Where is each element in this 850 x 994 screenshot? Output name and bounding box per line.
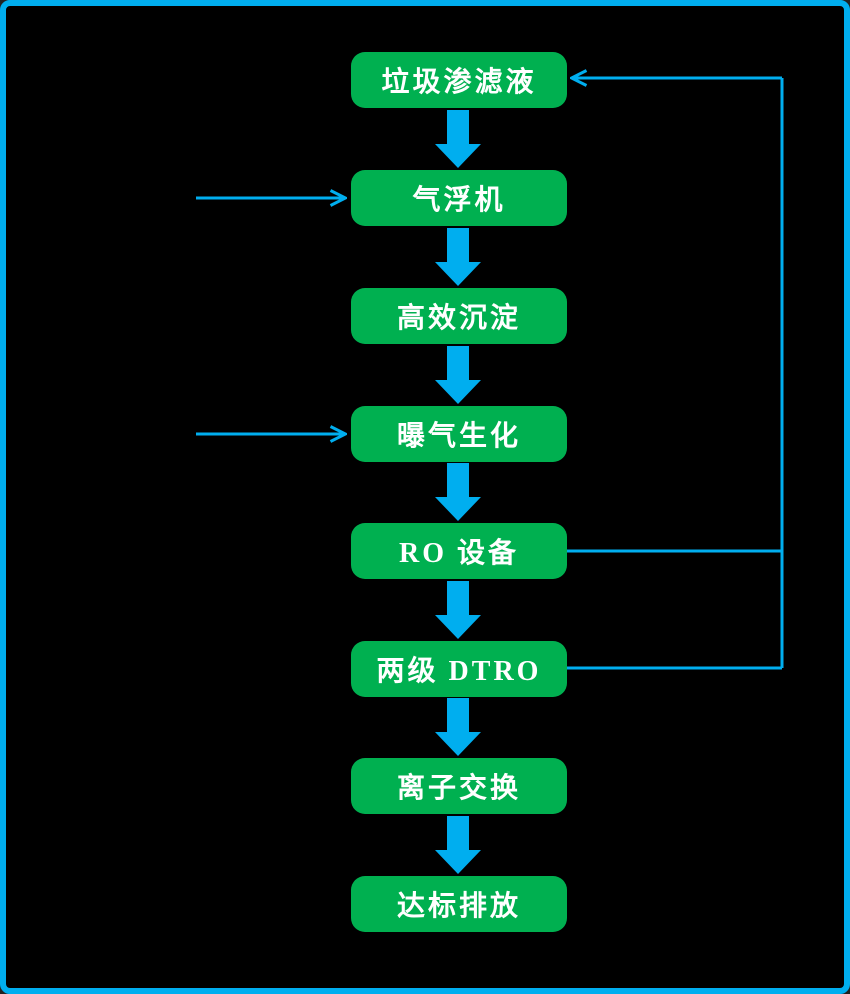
- down-arrow-shaft: [447, 228, 469, 262]
- node-label: 垃圾渗滤液: [381, 67, 537, 98]
- down-arrow-7: [435, 816, 481, 874]
- down-arrow-head: [435, 262, 481, 286]
- node-label: RO 设备: [398, 538, 519, 569]
- node-two-stage-dtro[interactable]: 两级 DTRO: [351, 641, 567, 697]
- down-arrow-shaft: [447, 110, 469, 144]
- node-standard-discharge[interactable]: 达标排放: [351, 876, 567, 932]
- node-aeration-biochemical[interactable]: 曝气生化: [351, 406, 567, 462]
- down-arrow-head: [435, 732, 481, 756]
- down-arrow-head: [435, 380, 481, 404]
- down-arrow-shaft: [447, 463, 469, 497]
- down-arrow-head: [435, 497, 481, 521]
- node-label: 达标排放: [396, 891, 521, 922]
- down-arrow-4: [435, 463, 481, 521]
- node-label: 高效沉淀: [396, 303, 521, 334]
- node-high-efficiency-sedimentation[interactable]: 高效沉淀: [351, 288, 567, 344]
- down-arrow-shaft: [447, 346, 469, 380]
- node-label: 离子交换: [396, 773, 521, 804]
- down-arrow-shaft: [447, 698, 469, 732]
- node-label: 气浮机: [412, 185, 506, 216]
- down-arrow-head: [435, 144, 481, 168]
- down-arrow-shaft: [447, 816, 469, 850]
- down-arrow-1: [435, 110, 481, 168]
- node-label: 曝气生化: [396, 421, 521, 452]
- down-arrow-shaft: [447, 581, 469, 615]
- node-air-flotation[interactable]: 气浮机: [351, 170, 567, 226]
- node-ro-equipment[interactable]: RO 设备: [351, 523, 567, 579]
- down-arrow-3: [435, 346, 481, 404]
- down-arrow-2: [435, 228, 481, 286]
- down-arrow-5: [435, 581, 481, 639]
- down-arrow-6: [435, 698, 481, 756]
- down-arrow-head: [435, 615, 481, 639]
- node-landfill-leachate[interactable]: 垃圾渗滤液: [351, 52, 567, 108]
- node-ion-exchange[interactable]: 离子交换: [351, 758, 567, 814]
- down-arrow-head: [435, 850, 481, 874]
- node-label: 两级 DTRO: [376, 656, 542, 687]
